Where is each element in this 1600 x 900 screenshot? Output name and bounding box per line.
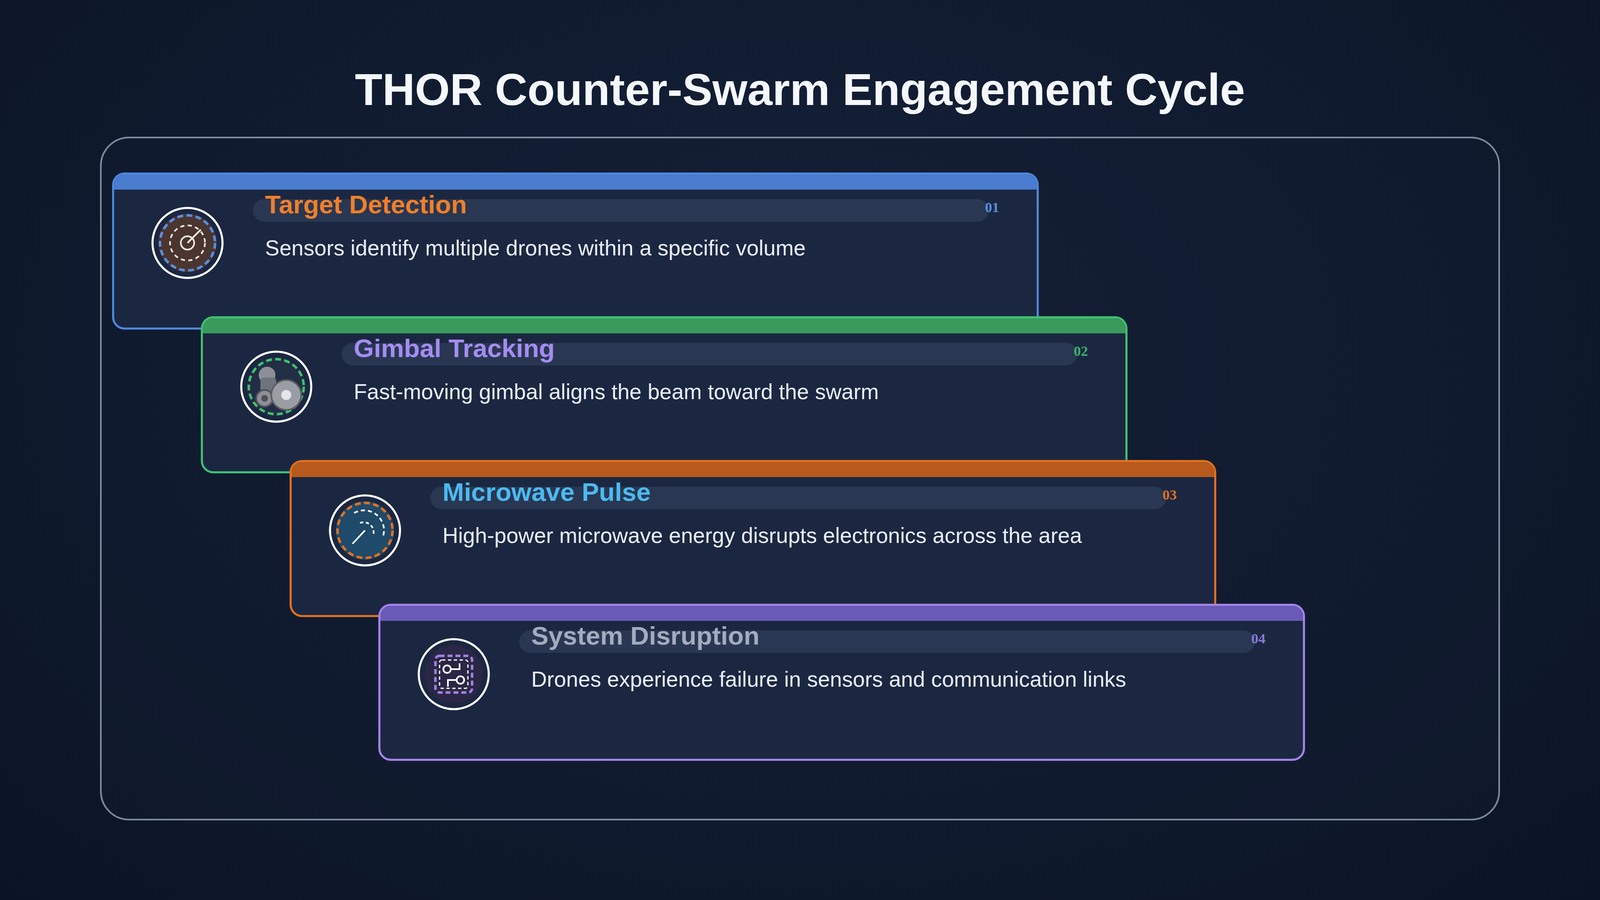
step-number: 02 bbox=[1073, 343, 1088, 360]
circuit-icon bbox=[416, 636, 492, 712]
card-top-bar bbox=[114, 174, 1037, 190]
step-number: 03 bbox=[1162, 487, 1177, 503]
step-number: 01 bbox=[985, 199, 1000, 216]
step-card: Target DetectionSensors identify multipl… bbox=[112, 172, 1039, 330]
step-heading: Microwave Pulse bbox=[442, 477, 1148, 508]
step-description: Sensors identify multiple drones within … bbox=[265, 234, 915, 262]
pulse-icon bbox=[327, 492, 403, 568]
step-card: System DisruptionDrones experience failu… bbox=[378, 603, 1305, 761]
step-heading: Target Detection bbox=[265, 189, 970, 220]
step-heading: System Disruption bbox=[531, 620, 1237, 651]
card-top-bar bbox=[380, 605, 1303, 621]
gimbal-icon bbox=[238, 349, 314, 425]
radar-icon bbox=[150, 205, 225, 281]
step-description: Drones experience failure in sensors and… bbox=[531, 665, 1182, 693]
step-heading: Gimbal Tracking bbox=[353, 333, 1059, 364]
step-card: Gimbal TrackingFast-moving gimbal aligns… bbox=[200, 316, 1128, 474]
step-card: Microwave PulseHigh-power microwave ener… bbox=[289, 460, 1217, 618]
step-description: Fast-moving gimbal aligns the beam towar… bbox=[353, 378, 1004, 405]
card-top-bar bbox=[291, 462, 1215, 478]
step-description: High-power microwave energy disrupts ele… bbox=[442, 522, 1093, 549]
diagram-title: THOR Counter-Swarm Engagement Cycle bbox=[0, 62, 1600, 117]
step-number: 04 bbox=[1251, 630, 1266, 647]
card-top-bar bbox=[202, 318, 1126, 334]
